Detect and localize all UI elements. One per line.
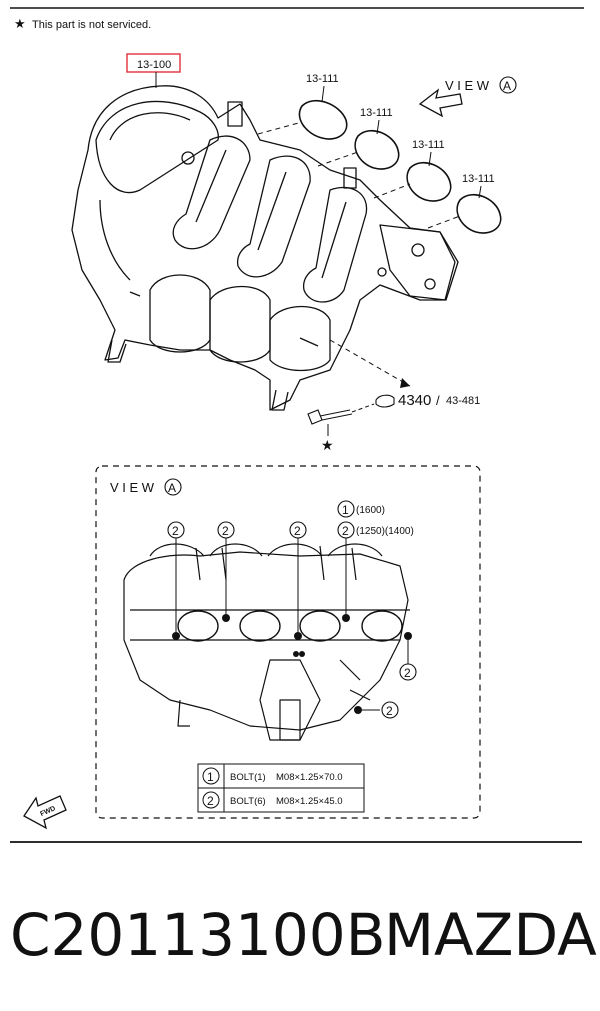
gasket-ref-4[interactable]: 13-111 — [462, 173, 495, 185]
callout-1-top[interactable]: 1 — [342, 503, 349, 517]
callout-2-a[interactable]: 2 — [172, 524, 179, 538]
part-number: C20113100B — [10, 901, 386, 969]
callout-2-b[interactable]: 2 — [222, 524, 229, 538]
gasket-ref-1[interactable]: 13-111 — [306, 73, 339, 85]
gasket-ref-2[interactable]: 13-111 — [360, 107, 393, 119]
exploded-parts-diagram: ★ This part is not serviced. — [10, 7, 584, 843]
view-a-circle — [499, 76, 517, 94]
bolt-star: ★ — [321, 437, 334, 453]
gasket-dashed-leaders — [257, 121, 461, 229]
fwd-arrow-icon: FWD — [23, 795, 67, 830]
detail-callout-leaders — [175, 538, 409, 711]
manifold-ref-highlight — [126, 53, 181, 73]
gasket-ref-3[interactable]: 13-111 — [412, 139, 445, 151]
bolt-dashed-leader — [351, 403, 375, 413]
callout-note-1250-1400: (1250)(1400) — [356, 526, 414, 537]
table-row2-spec: M08×1.25×45.0 — [276, 796, 343, 807]
table-row1-circle — [202, 767, 220, 785]
table-row1-spec: M08×1.25×70.0 — [276, 772, 343, 783]
sensor-ref-sep: / — [436, 393, 440, 408]
detail-manifold-drawing — [123, 543, 410, 741]
detail-view-title: V I E W — [110, 480, 155, 495]
callout-2-f[interactable]: 2 — [386, 704, 393, 718]
table-row1-name[interactable]: BOLT(1) — [230, 772, 266, 783]
view-a-label: V I E W — [445, 78, 490, 93]
detail-callout-circles — [167, 500, 417, 719]
detail-bolt-holes — [172, 614, 412, 714]
bolt-table — [197, 763, 365, 813]
notice-text: This part is not serviced. — [32, 19, 151, 31]
sensor-ref-main[interactable]: 4340 — [398, 392, 431, 409]
callout-note-1600: (1600) — [356, 505, 385, 516]
callout-2-c[interactable]: 2 — [294, 524, 301, 538]
view-direction-arrow — [418, 88, 463, 118]
table-row2-num: 2 — [207, 794, 214, 808]
sensor-dashed-leader — [329, 339, 411, 387]
footer: C20113100B MAZDA — [0, 880, 600, 990]
intake-manifold-drawing — [71, 85, 459, 411]
callout-2-d[interactable]: 2 — [342, 524, 349, 538]
brand-name: MAZDA — [384, 901, 597, 969]
gasket-ref-leaders — [321, 85, 482, 199]
sensor-ref-alt[interactable]: 43-481 — [446, 395, 480, 407]
view-a-letter: A — [503, 79, 511, 93]
detail-view-circle — [164, 478, 182, 496]
gasket-shapes — [298, 100, 502, 234]
detail-view-letter: A — [168, 481, 176, 495]
callout-2-e[interactable]: 2 — [404, 666, 411, 680]
bolt-drawing — [307, 409, 353, 425]
detail-view-frame — [95, 465, 481, 819]
detail-intake-ports — [177, 610, 403, 642]
table-row2-name[interactable]: BOLT(6) — [230, 796, 266, 807]
notice-star: ★ — [14, 16, 26, 31]
table-row1-num: 1 — [207, 770, 214, 784]
sensor-icon — [375, 394, 395, 408]
table-row2-circle — [202, 791, 220, 809]
sensor-arrowhead — [400, 378, 410, 388]
manifold-ref[interactable]: 13-100 — [137, 59, 171, 71]
